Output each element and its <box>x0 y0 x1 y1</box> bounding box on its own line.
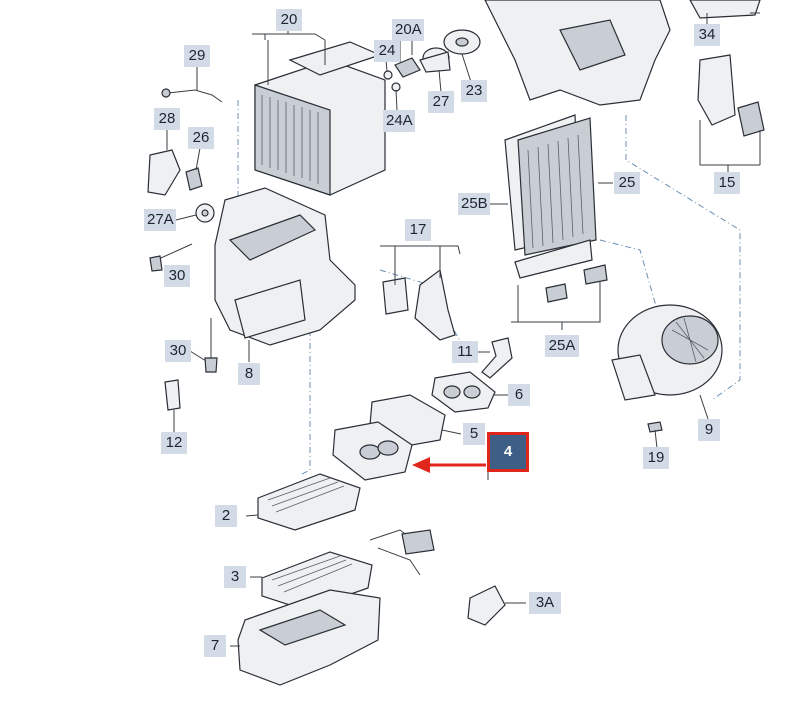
label-4-highlighted[interactable]: 4 <box>487 432 529 472</box>
label-7: 7 <box>204 635 226 657</box>
gasket-shapes <box>332 371 496 481</box>
screw-19-shape <box>647 421 663 449</box>
pollen-filter-shapes <box>504 114 597 256</box>
evaporator-core-shape <box>254 41 386 196</box>
label-24A: 24A <box>383 110 415 132</box>
filter-2-shape <box>257 473 361 531</box>
lower-housing-shape <box>237 589 381 686</box>
label-9: 9 <box>698 419 720 441</box>
label-25B: 25B <box>458 193 490 215</box>
label-26: 26 <box>188 127 214 149</box>
label-17: 17 <box>405 219 431 241</box>
sensor-29-shape <box>161 88 223 103</box>
brackets-left <box>147 149 215 223</box>
label-3: 3 <box>224 566 246 588</box>
label-23: 23 <box>461 80 487 102</box>
clip-12-shape <box>164 379 181 411</box>
label-29: 29 <box>184 45 210 67</box>
seal-parts-top <box>383 29 481 92</box>
filter-frame-parts <box>514 239 608 303</box>
label-27: 27 <box>428 91 454 113</box>
label-3A: 3A <box>529 592 561 614</box>
label-30-upper: 30 <box>164 265 190 287</box>
heater-housing-shape <box>214 187 356 346</box>
label-19: 19 <box>643 447 669 469</box>
label-25: 25 <box>614 172 640 194</box>
control-units-right <box>689 0 765 137</box>
connector-11-shape <box>481 337 513 379</box>
blower-motor-shape <box>611 304 723 401</box>
label-6: 6 <box>508 384 530 406</box>
label-34: 34 <box>694 24 720 46</box>
label-24: 24 <box>374 40 400 62</box>
label-20: 20 <box>276 9 302 31</box>
label-11: 11 <box>452 341 478 363</box>
label-15: 15 <box>714 172 740 194</box>
temp-sensor-shapes <box>149 243 218 373</box>
air-intake-housing <box>484 0 671 106</box>
clip-3A-shape <box>467 585 506 626</box>
label-28: 28 <box>154 108 180 130</box>
label-20A: 20A <box>392 19 424 41</box>
label-25A: 25A <box>545 335 579 357</box>
highlight-arrow <box>412 457 486 473</box>
label-30-lower: 30 <box>165 340 191 362</box>
flap-set-shape <box>382 268 456 341</box>
label-5: 5 <box>463 423 485 445</box>
label-12: 12 <box>161 432 187 454</box>
label-2: 2 <box>215 505 237 527</box>
label-8: 8 <box>238 363 260 385</box>
label-27A: 27A <box>144 209 176 231</box>
